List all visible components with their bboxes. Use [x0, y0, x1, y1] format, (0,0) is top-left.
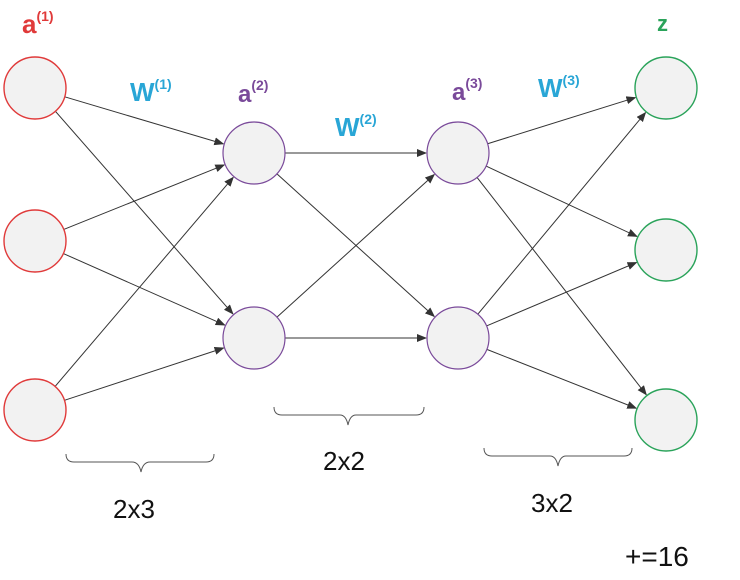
dim-layer1: 2x3: [113, 494, 155, 524]
edge-l1-n2-to-l2-n1: [63, 164, 226, 230]
label-w1: W(1): [130, 76, 172, 107]
edge-l2-n2-to-l3-n1: [276, 173, 436, 318]
hidden2-node-2: [426, 306, 490, 370]
dim-layer3: 3x2: [531, 488, 573, 518]
edge-l1-n1-to-l2-n2: [55, 110, 234, 315]
brace-layer2: [273, 406, 425, 426]
edge-l3-n2-to-l4-n2: [486, 262, 638, 327]
edge-l1-n3-to-l2-n1: [54, 176, 234, 387]
hidden-layer-1: [222, 121, 286, 370]
output-node-3: [634, 388, 698, 452]
output-node-2: [634, 218, 698, 282]
label-a2: a(2): [238, 77, 268, 108]
edge-l3-n1-to-l4-n1: [487, 96, 637, 145]
edge-l3-n2-to-l4-n3: [486, 348, 638, 409]
edge-l3-n2-to-l4-n1: [477, 111, 647, 315]
edge-l1-n2-to-l2-n2: [63, 253, 226, 326]
input-node-1: [3, 56, 67, 120]
label-z: z: [657, 11, 668, 36]
edge-l1-n3-to-l2-n2: [64, 347, 225, 401]
footer-text: +=16: [625, 541, 689, 572]
edge-l3-n1-to-l4-n3: [476, 177, 647, 396]
input-node-3: [3, 378, 67, 442]
label-a1: a(1): [22, 8, 54, 39]
brace-layer1: [65, 453, 215, 473]
dim-layer2: 2x2: [323, 446, 365, 476]
label-w3: W(3): [538, 72, 580, 103]
input-node-2: [3, 209, 67, 273]
label-w2: W(2): [335, 111, 377, 142]
hidden2-node-1: [426, 121, 490, 185]
hidden1-node-1: [222, 121, 286, 185]
hidden-layer-2: [426, 121, 490, 370]
input-layer: [3, 56, 67, 442]
hidden1-node-2: [222, 306, 286, 370]
brace-layer3: [483, 447, 633, 467]
output-layer: [634, 56, 698, 452]
connection-edges: [54, 96, 647, 409]
label-a3: a(3): [452, 75, 482, 106]
output-node-1: [634, 56, 698, 120]
edge-l1-n1-to-l2-n1: [64, 96, 225, 146]
edge-l3-n1-to-l4-n2: [485, 165, 638, 237]
